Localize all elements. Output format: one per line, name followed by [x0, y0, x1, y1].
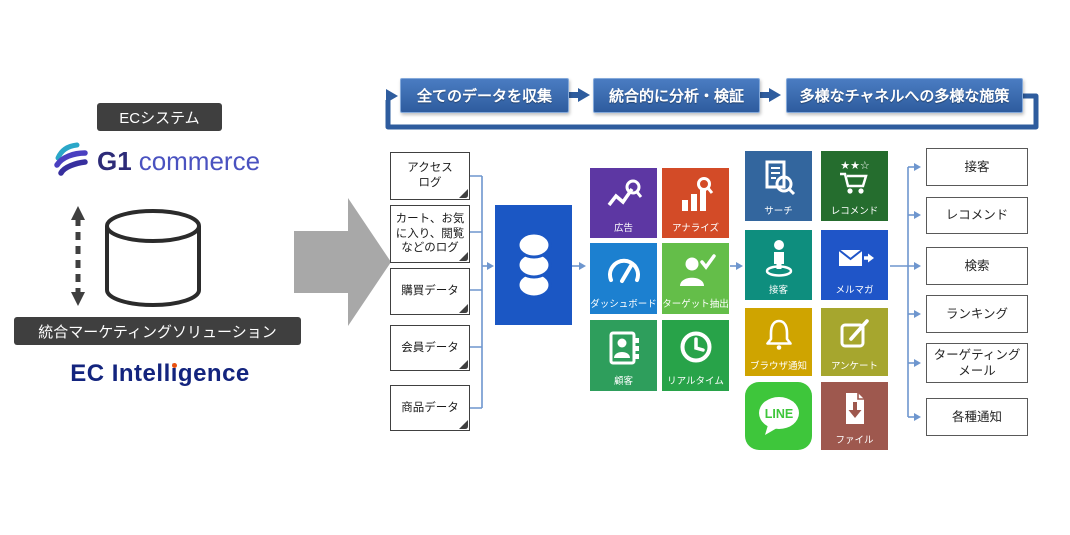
data-connectors — [470, 166, 914, 418]
gauge-icon — [607, 259, 640, 284]
source-member-data: 会員データ — [390, 325, 470, 371]
tile-target-extract: ターゲット抽出 — [662, 243, 729, 314]
clock-icon — [680, 331, 711, 363]
tile-browser-notify: ブラウザ通知 — [745, 308, 812, 376]
output-recommend: レコメンド — [926, 197, 1028, 234]
pencil-form-icon — [840, 318, 869, 348]
source-access-log: アクセス ログ — [390, 152, 470, 200]
bar-chart-search-icon — [681, 176, 713, 211]
tile-customer: 顧客 — [590, 320, 657, 391]
output-notifications: 各種通知 — [926, 398, 1028, 436]
output-targeting-mail: ターゲティング メール — [926, 343, 1028, 383]
doc-search-icon — [765, 160, 795, 195]
dogear-icon — [459, 189, 468, 198]
flow-step-collect: 全てのデータを収集 — [400, 78, 569, 113]
flow-step-act: 多様なチャネルへの多様な施策 — [786, 78, 1023, 113]
flow-loop-line — [385, 93, 1039, 130]
tile-survey: アンケート — [821, 308, 888, 376]
source-cart-log: カート、お気に入り、閲覧などのログ — [390, 205, 470, 263]
tile-recommend-channel: ★★☆ レコメンド — [821, 151, 888, 221]
g1-commerce-logo-icon — [54, 142, 88, 176]
dogear-icon — [459, 420, 468, 429]
output-serve: 接客 — [926, 148, 1028, 186]
output-ranking: ランキング — [926, 295, 1028, 333]
dogear-icon — [459, 360, 468, 369]
tile-file: ファイル — [821, 382, 888, 450]
svg-text:LINE: LINE — [764, 407, 792, 421]
ec-system-badge: ECシステム — [97, 103, 222, 131]
solution-badge: 統合マーケティングソリューション — [14, 317, 301, 345]
tile-line: LINE — [745, 382, 812, 450]
mail-send-icon — [837, 248, 874, 266]
address-book-icon — [609, 331, 639, 365]
tile-serve: 接客 — [745, 230, 812, 300]
database-cylinder — [105, 209, 201, 307]
ec-intelligence-logo: EC Intelligence — [70, 360, 250, 387]
tile-realtime: リアルタイム — [662, 320, 729, 391]
data-connector-arrowheads — [487, 163, 921, 421]
tile-analyze: アナライズ — [662, 168, 729, 238]
source-product-data: 商品データ — [390, 385, 470, 431]
tile-search-channel: サーチ — [745, 151, 812, 221]
output-search: 検索 — [926, 247, 1028, 285]
tile-ad: 広告 — [590, 168, 657, 238]
dogear-icon — [459, 252, 468, 261]
source-purchase-data: 購買データ — [390, 268, 470, 315]
svg-text:★★☆: ★★☆ — [840, 160, 870, 172]
dogear-icon — [459, 304, 468, 313]
person-check-icon — [679, 254, 716, 287]
file-download-icon — [845, 392, 864, 424]
bell-icon — [765, 319, 792, 350]
person-spotlight-icon — [765, 239, 792, 277]
data-hub — [495, 205, 572, 325]
orange-dot-i: i — [170, 360, 178, 387]
ad-trend-search-icon — [607, 179, 642, 206]
tile-dashboard: ダッシュボード — [590, 243, 657, 314]
flow-loop-arrowhead — [386, 89, 398, 103]
line-logo-icon: LINE — [758, 397, 799, 435]
database-icon — [516, 231, 551, 299]
cart-stars-icon: ★★☆ — [839, 160, 870, 194]
big-gray-arrow — [294, 198, 391, 326]
tile-mailmag: メルマガ — [821, 230, 888, 300]
flow-step-analyze: 統合的に分析・検証 — [593, 78, 760, 113]
